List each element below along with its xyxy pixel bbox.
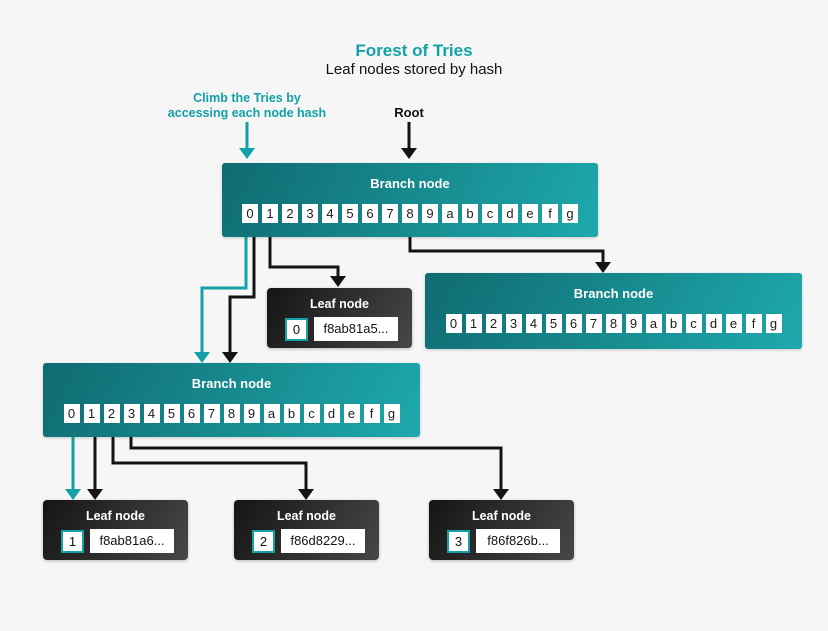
leaf-index-cell: 0 [285,317,308,341]
branch-cell: 9 [243,404,260,423]
leaf-index-cell: 3 [447,529,470,553]
branch-cell: 2 [103,404,120,423]
branch-cell: 5 [342,204,358,223]
climb-arrow-head [239,148,255,159]
branch-cell: 6 [362,204,378,223]
branch-cell: 2 [485,314,502,333]
leaf-hash-value: f8ab81a5... [314,317,398,341]
branch-cell: c [685,314,702,333]
climb-annotation-line1: Climb the Tries by [193,91,301,105]
branch-cell: 7 [585,314,602,333]
branch-cell: 6 [565,314,582,333]
branch-cell: f [363,404,380,423]
arrow-root-to-left-branch-teal-line [200,237,248,352]
arrow-left-cell2-to-leaf2-head [298,489,314,500]
arrow-root-cell1-to-leaf0-head [330,276,346,287]
leaf-hash-value: f8ab81a6... [90,529,174,553]
branch-node-label: Branch node [370,176,450,191]
branch-cell: 1 [262,204,278,223]
branch-cell: 4 [525,314,542,333]
branch-cell: e [725,314,742,333]
branch-cell: c [482,204,498,223]
branch-cell: 4 [143,404,160,423]
branch-cell: 0 [63,404,80,423]
branch-cell: 2 [282,204,298,223]
leaf-hash-value: f86d8229... [281,529,365,553]
arrow-left-cell1-to-leaf1-head [87,489,103,500]
branch-cell: 6 [183,404,200,423]
leaf-node-2: Leaf node 2 f86d8229... [234,500,379,560]
branch-cell: 3 [123,404,140,423]
branch-cell: 9 [625,314,642,333]
leaf-node-row: 2 f86d8229... [234,529,379,553]
branch-cell: 9 [422,204,438,223]
leaf-node-label: Leaf node [276,509,337,523]
branch-cell: 0 [242,204,258,223]
branch-cell: d [705,314,722,333]
branch-cell: 7 [203,404,220,423]
branch-cell: g [765,314,782,333]
branch-cell: a [645,314,662,333]
leaf-node-label: Leaf node [471,509,532,523]
arrow-root-to-left-branch-teal-head [194,352,210,363]
branch-cell: b [665,314,682,333]
leaf-node-row: 1 f8ab81a6... [43,529,188,553]
branch-cell: d [323,404,340,423]
branch-cell: d [502,204,518,223]
climb-annotation-line2: accessing each node hash [167,106,327,120]
arrow-left-cell0-to-leaf1-teal-head [65,489,81,500]
leaf-node-1: Leaf node 1 f8ab81a6... [43,500,188,560]
branch-cell: 4 [322,204,338,223]
leaf-hash-value: f86f826b... [476,529,560,553]
leaf-node-0: Leaf node 0 f8ab81a5... [267,288,412,348]
branch-node-label: Branch node [573,286,654,301]
branch-cell: g [383,404,400,423]
branch-cell: f [745,314,762,333]
branch-cell: 5 [545,314,562,333]
branch-cell: c [303,404,320,423]
branch-cell: e [522,204,538,223]
page-subtitle: Leaf nodes stored by hash [325,61,503,78]
branch-node-label: Branch node [191,376,272,391]
arrow-root-cell0-to-left-branch-head [222,352,238,363]
branch-cell: g [562,204,578,223]
branch-cell: 1 [83,404,100,423]
branch-cell: 7 [382,204,398,223]
leaf-index-cell: 2 [252,529,275,553]
arrow-root-cell0-to-left-branch-line [228,222,256,352]
leaf-node-3: Leaf node 3 f86f826b... [429,500,574,560]
arrow-root-cell8-to-right-branch-head [595,262,611,273]
leaf-node-label: Leaf node [309,297,370,311]
branch-cell: 8 [402,204,418,223]
branch-cell: 0 [445,314,462,333]
branch-cell: a [442,204,458,223]
branch-cell: 5 [163,404,180,423]
arrow-left-cell3-to-leaf3-head [493,489,509,500]
branch-cell: 3 [302,204,318,223]
climb-annotation: Climb the Tries by accessing each node h… [117,91,377,121]
branch-cell: f [542,204,558,223]
root-arrow-head [401,148,417,159]
leaf-index-cell: 1 [61,529,84,553]
branch-cell: 8 [605,314,622,333]
branch-cell: e [343,404,360,423]
branch-cell: b [462,204,478,223]
branch-cell: 3 [505,314,522,333]
page-title: Forest of Tries [355,41,473,60]
leaf-node-label: Leaf node [85,509,146,523]
branch-cell: 8 [223,404,240,423]
branch-cell: 1 [465,314,482,333]
leaf-node-row: 3 f86f826b... [429,529,574,553]
leaf-node-row: 0 f8ab81a5... [267,317,412,341]
root-label: Root [394,105,424,120]
branch-cell: a [263,404,280,423]
branch-cell: b [283,404,300,423]
